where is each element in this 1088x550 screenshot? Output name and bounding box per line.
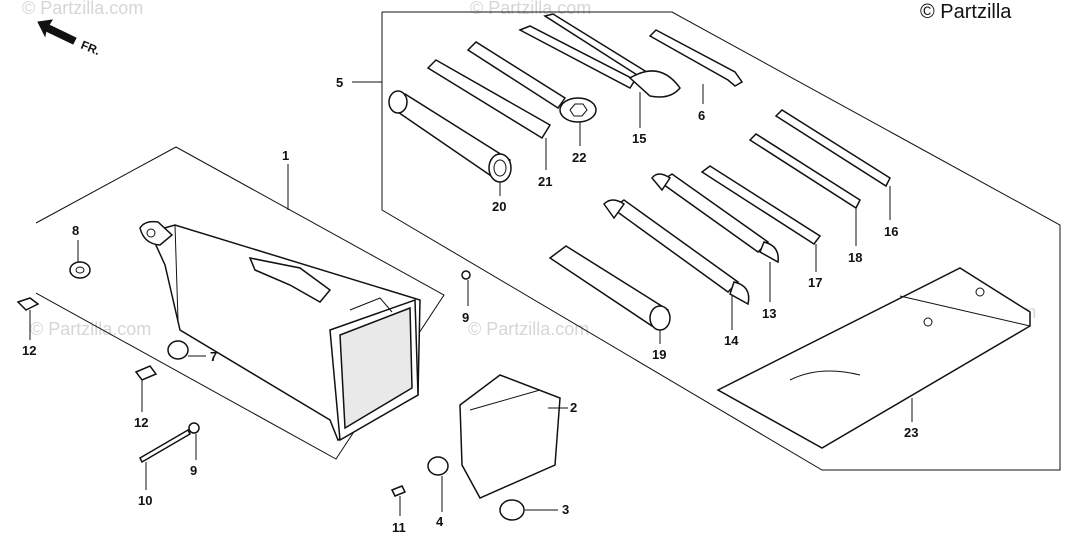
rubber-grommet-8 [69, 261, 91, 279]
front-direction-arrow-icon: FR. [37, 19, 102, 58]
watermark-top-left: © Partzilla.com [22, 0, 143, 18]
callout-14: 14 [724, 333, 739, 348]
callout-10: 10 [138, 493, 152, 508]
callout-11: 11 [392, 520, 406, 535]
socket-wrench [388, 90, 512, 184]
tool-box [139, 220, 421, 442]
front-direction-label: FR. [79, 38, 102, 58]
callout-3: 3 [562, 502, 569, 517]
callout-20: 20 [492, 199, 506, 214]
callout-16: 16 [884, 224, 898, 239]
callout-15: 15 [632, 131, 646, 146]
long-bolt-10 [139, 428, 191, 464]
wrench-13 [651, 173, 779, 264]
callout-22: 22 [572, 150, 586, 165]
tool-box-lid [459, 374, 561, 499]
callout-23: 23 [904, 425, 918, 440]
spanner [466, 41, 597, 123]
callout-8: 8 [72, 223, 79, 238]
nut-9-lower [188, 422, 200, 434]
fastener-4 [427, 456, 449, 476]
grommet-7 [167, 340, 189, 360]
watermark-left: © Partzilla.com [30, 319, 151, 339]
callout-2: 2 [570, 400, 577, 415]
callout-17: 17 [808, 275, 822, 290]
copyright-text: © Partzilla [920, 1, 1012, 23]
fastener-3 [499, 499, 525, 521]
screwdriver-17 [700, 165, 822, 246]
watermark-center: © Partzilla.com [468, 319, 589, 339]
tool-bag [716, 267, 1031, 449]
pin-11 [390, 485, 407, 497]
callout-12-upper: 12 [22, 343, 36, 358]
callout-18: 18 [848, 250, 862, 265]
callout-21: 21 [538, 174, 552, 189]
callout-7: 7 [210, 349, 217, 364]
pliers [518, 13, 681, 98]
callout-5: 5 [336, 75, 343, 90]
callouts: 1 2 3 4 5 6 7 8 9 9 10 11 12 12 13 14 15… [22, 75, 918, 535]
bolt-12-lower [134, 365, 158, 381]
nut-9-upper [461, 270, 471, 280]
wrench-14 [603, 199, 750, 306]
screwdriver-16 [774, 109, 891, 188]
bolt-12-upper [16, 297, 40, 311]
group-outline-5 [381, 11, 1061, 471]
watermark-top-center: © Partzilla.com [470, 0, 591, 18]
callout-9-upper: 9 [462, 310, 469, 325]
callout-4: 4 [436, 514, 444, 529]
screwdriver-18 [748, 133, 861, 210]
callout-13: 13 [762, 306, 776, 321]
handle-bar [426, 59, 552, 140]
group-outline-1 [35, 146, 445, 460]
callout-19: 19 [652, 347, 666, 362]
pin [648, 29, 744, 87]
callout-12-lower: 12 [134, 415, 148, 430]
leader-lines [29, 81, 913, 516]
extension-handle [548, 245, 671, 331]
callout-6: 6 [698, 108, 705, 123]
callout-9-lower: 9 [190, 463, 197, 478]
callout-1: 1 [282, 148, 289, 163]
